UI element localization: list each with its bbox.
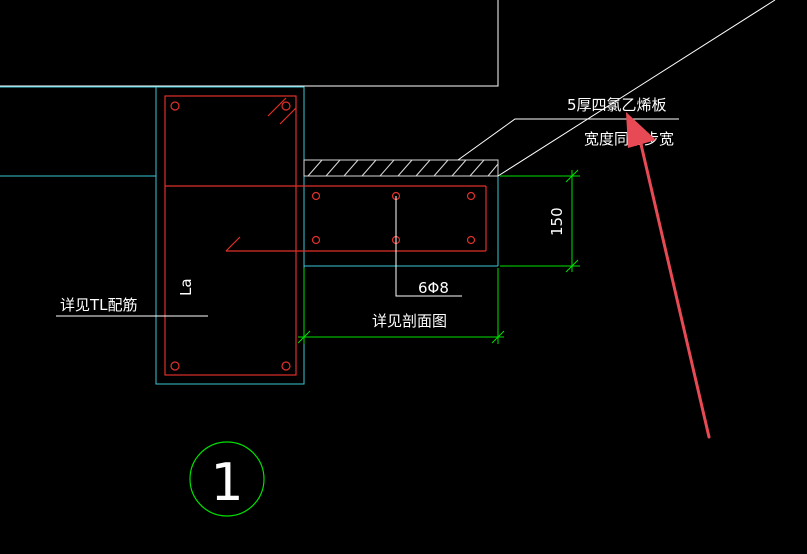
- pvc-board-hatch: [307, 159, 499, 177]
- pvc-board: [303, 159, 499, 177]
- detail-number: 1: [210, 453, 243, 513]
- height-dimension: [500, 169, 580, 273]
- board-diagonal-extension: [497, 0, 776, 177]
- width-dimension: [297, 268, 505, 344]
- beam-concrete-outline: [155, 86, 305, 385]
- beam-stirrup: [164, 95, 297, 376]
- board-note-line-1: 5厚四氯乙烯板: [567, 96, 667, 114]
- beam-rebar-top-right: [281, 101, 291, 111]
- beam-rebar-bottom-left: [170, 361, 180, 371]
- beam-rebar-bottom-right: [281, 361, 291, 371]
- red-arrow-icon: [626, 112, 711, 439]
- tread-rebar-6: [466, 235, 476, 245]
- tl-note-label: 详见TL配筋: [60, 296, 138, 314]
- tread-rebar-1: [311, 191, 321, 201]
- anchorage-length-label: La: [177, 278, 195, 296]
- board-note-leader: [457, 118, 679, 161]
- detail-circle-icon: [189, 441, 265, 517]
- rebar-spec-label: 6Φ8: [418, 279, 449, 297]
- stirrup-hook-1: [267, 97, 287, 117]
- wall-outline: [0, 0, 499, 87]
- rebar-spec-leader: [395, 196, 462, 297]
- stirrup-hook-2: [279, 107, 297, 125]
- slab-rebar-hook: [225, 236, 241, 252]
- tread-rebar-4: [311, 235, 321, 245]
- beam-rebar-top-left: [170, 101, 180, 111]
- see-section-label: 详见剖面图: [372, 312, 447, 330]
- tread-rebar-3: [466, 191, 476, 201]
- height-dimension-label: 150: [548, 207, 566, 236]
